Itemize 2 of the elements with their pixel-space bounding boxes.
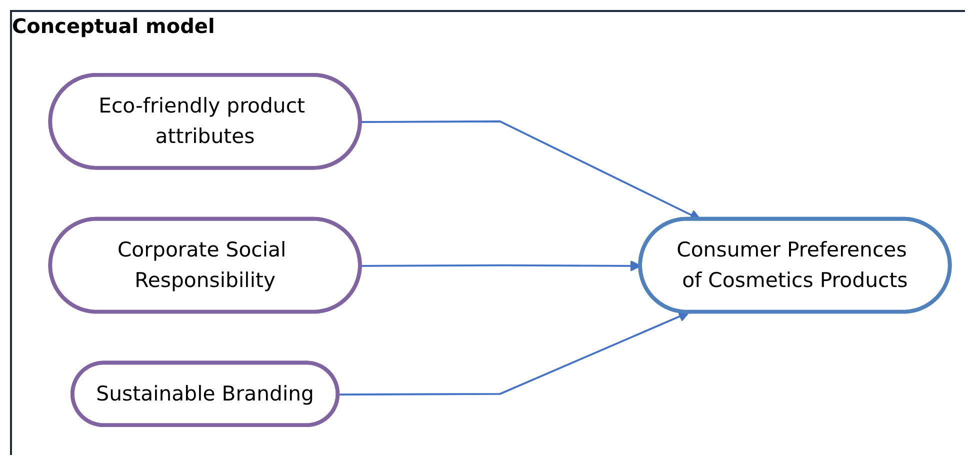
diagram-title: Conceptual model — [12, 14, 215, 38]
arrow — [338, 311, 690, 396]
